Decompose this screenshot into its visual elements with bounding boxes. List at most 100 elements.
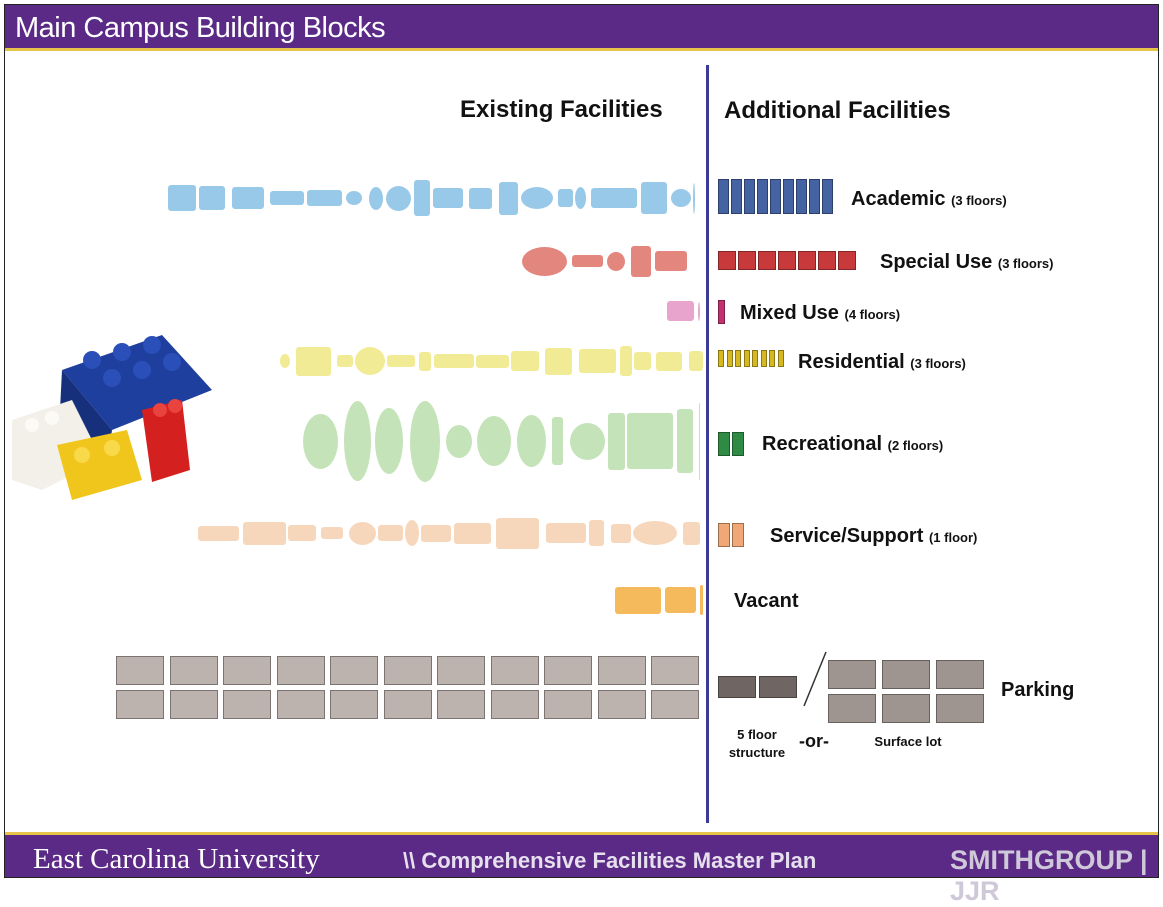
existing-parking-lot (223, 656, 271, 685)
existing-parking-lot (330, 690, 378, 719)
additional-academic-block (757, 179, 768, 214)
existing-residential-footprint (434, 354, 474, 368)
additional-special-block (798, 251, 816, 270)
label-recreational: Recreational (2 floors) (762, 433, 944, 455)
existing-recreational-footprint (627, 413, 673, 469)
existing-residential-footprint (280, 354, 290, 368)
existing-service-footprint (546, 523, 586, 543)
existing-academic-footprint (386, 186, 411, 211)
existing-academic-footprint (693, 183, 695, 214)
additional-mixed-block (718, 300, 725, 324)
additional-academic-block (809, 179, 820, 214)
label-parking: Parking (1001, 679, 1075, 701)
existing-recreational-footprint (677, 409, 693, 473)
existing-residential-footprint (579, 349, 616, 373)
existing-parking-lot (116, 656, 164, 685)
lego-blocks-image (12, 330, 252, 505)
existing-parking-lot (223, 690, 271, 719)
existing-service-footprint (405, 520, 419, 546)
existing-academic-footprint (671, 189, 691, 207)
existing-recreational-footprint (446, 425, 472, 458)
page-title: Main Campus Building Blocks (15, 12, 386, 44)
additional-academic-block (718, 179, 729, 214)
existing-service-footprint (611, 524, 631, 543)
existing-residential-footprint (355, 347, 385, 375)
existing-service-footprint (421, 525, 451, 542)
additional-parking-surface (882, 694, 930, 723)
additional-residential-block (769, 350, 775, 367)
existing-residential-footprint (689, 351, 703, 371)
existing-academic-footprint (575, 187, 586, 209)
existing-recreational-footprint (375, 408, 403, 474)
existing-parking-lot (544, 690, 592, 719)
additional-service-block (718, 523, 730, 547)
additional-parking-surface (828, 694, 876, 723)
additional-special-block (778, 251, 796, 270)
existing-service-footprint (288, 525, 316, 541)
existing-special-footprint (572, 255, 603, 267)
existing-parking-lot (597, 656, 646, 685)
existing-parking-lot (383, 690, 432, 719)
existing-academic-footprint (346, 191, 362, 205)
existing-residential-footprint (545, 348, 572, 375)
existing-academic-footprint (369, 187, 383, 210)
additional-residential-block (777, 350, 784, 367)
label-academic: Academic (3 floors) (851, 188, 1007, 210)
additional-recreational-block (732, 432, 744, 456)
additional-special-block (758, 251, 776, 270)
additional-recreational-block (718, 432, 730, 456)
existing-service-footprint (633, 521, 677, 545)
existing-residential-footprint (656, 352, 682, 371)
existing-academic-footprint (469, 188, 492, 209)
existing-vacant-footprint (665, 587, 696, 613)
existing-parking-lot (651, 656, 699, 685)
existing-residential-footprint (620, 346, 632, 376)
existing-parking-lot (437, 690, 485, 719)
existing-special-footprint (655, 251, 687, 271)
additional-residential-block (735, 350, 741, 367)
additional-parking-surface (882, 660, 930, 689)
footer-bar: East Carolina University \\ Comprehensiv… (5, 832, 1158, 906)
label-or: -or- (799, 731, 829, 751)
additional-academic-block (744, 179, 755, 214)
existing-parking-lot (490, 690, 539, 719)
existing-academic-footprint (499, 182, 518, 215)
existing-parking-lot (490, 656, 539, 685)
additional-residential-block (752, 350, 758, 367)
additional-residential-block (743, 350, 750, 367)
existing-parking-lot (437, 656, 485, 685)
footer-firm-logo: SMITHGROUP | JJR (950, 845, 1148, 906)
existing-recreational-footprint (699, 403, 700, 480)
slide-frame (4, 4, 1159, 878)
additional-special-block (818, 251, 836, 270)
existing-service-footprint (589, 520, 604, 546)
parking-slash (803, 651, 827, 707)
additional-parking-surface (828, 660, 876, 689)
existing-parking-lot (544, 656, 592, 685)
additional-residential-block (726, 350, 733, 367)
existing-academic-footprint (168, 185, 196, 211)
existing-special-footprint (522, 247, 567, 276)
existing-service-footprint (321, 527, 343, 539)
existing-academic-footprint (414, 180, 430, 216)
existing-academic-footprint (558, 189, 573, 207)
existing-recreational-footprint (410, 401, 440, 482)
existing-service-footprint (349, 522, 376, 545)
existing-residential-footprint (476, 355, 509, 368)
existing-facilities-heading: Existing Facilities (460, 96, 663, 123)
existing-residential-footprint (387, 355, 415, 367)
existing-parking-lot (169, 690, 218, 719)
label-vacant: Vacant (734, 590, 799, 612)
existing-parking-lot (169, 656, 218, 685)
existing-parking-lot (597, 690, 646, 719)
existing-residential-footprint (296, 347, 331, 376)
additional-facilities-heading: Additional Facilities (724, 97, 951, 124)
existing-academic-footprint (307, 190, 342, 206)
additional-academic-block (731, 179, 742, 214)
existing-mixed-footprint (667, 301, 694, 321)
existing-parking-lot (330, 656, 378, 685)
additional-parking-surface (936, 694, 984, 723)
existing-recreational-footprint (517, 415, 546, 467)
label-service-support: Service/Support (1 floor) (770, 525, 978, 547)
additional-service-block (732, 523, 744, 547)
